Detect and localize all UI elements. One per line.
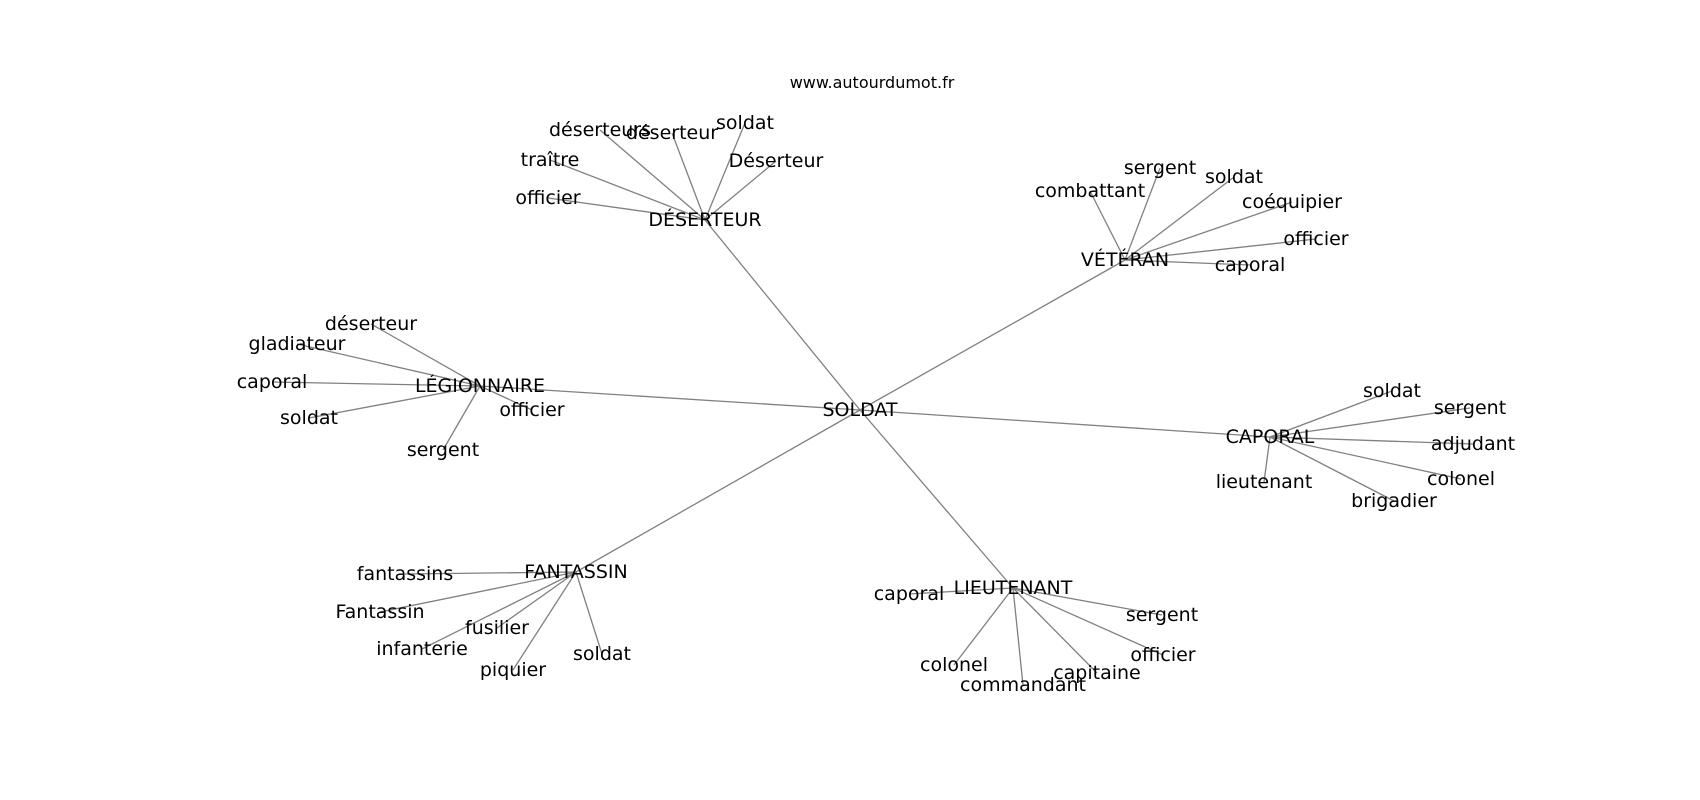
leaf-node-label: lieutenant — [1216, 471, 1313, 493]
edge-hub-leaf — [671, 132, 706, 221]
leaf-node-label: caporal — [1215, 254, 1286, 276]
edge-hub-leaf — [1269, 390, 1393, 438]
hub-node-label: CAPORAL — [1226, 426, 1315, 448]
leaf-node-label: colonel — [1427, 468, 1495, 490]
center-node-label: SOLDAT — [822, 399, 897, 421]
leaf-node-label: adjudant — [1431, 433, 1515, 455]
edge-hub-leaf — [1263, 436, 1271, 483]
edge-hub-leaf — [1124, 238, 1317, 261]
leaf-node-label: officier — [499, 399, 564, 421]
edge-hub-leaf — [296, 343, 481, 387]
leaf-node-label: officier — [1283, 228, 1348, 250]
edge-hub-leaf — [549, 159, 706, 221]
leaf-node-label: déserteur — [626, 122, 718, 144]
leaf-node-label: soldat — [1205, 166, 1263, 188]
edge-hub-leaf — [1269, 436, 1474, 445]
edge-hub-leaf — [442, 385, 481, 451]
edge-hub-leaf — [308, 385, 481, 419]
leaf-node-label: traître — [521, 149, 580, 171]
leaf-node-label: soldat — [1363, 380, 1421, 402]
edge-center-hub — [704, 219, 861, 411]
edge-hub-leaf — [404, 571, 577, 575]
edge-hub-leaf — [1012, 587, 1164, 656]
edge-hub-leaf — [704, 122, 746, 221]
edge-hub-leaf — [421, 571, 577, 650]
edge-center-hub — [479, 385, 861, 411]
leaf-node-label: soldat — [716, 112, 774, 134]
edge-hub-leaf — [1012, 587, 1163, 616]
leaf-node-label: sergent — [1124, 157, 1196, 179]
leaf-node-label: officier — [1130, 644, 1195, 666]
edge-center-hub — [859, 259, 1126, 411]
leaf-node-label: sergent — [1434, 397, 1506, 419]
edge-hub-leaf — [496, 571, 577, 629]
edge-hub-leaf — [1089, 190, 1126, 261]
leaf-node-label: soldat — [573, 643, 631, 665]
leaf-node-label: colonel — [920, 654, 988, 676]
leaf-node-label: capitaine — [1053, 662, 1141, 684]
leaf-node-label: caporal — [237, 371, 308, 393]
hub-node-label: LÉGIONNAIRE — [415, 374, 545, 397]
edge-hub-leaf — [370, 323, 481, 387]
edge-hub-leaf — [1012, 587, 1098, 674]
edge-center-hub — [575, 409, 861, 573]
edge-hub-leaf — [599, 129, 706, 221]
hub-node-label: FANTASSIN — [524, 561, 627, 583]
leaf-node-label: caporal — [874, 583, 945, 605]
leaf-node-label: déserteur — [325, 313, 417, 335]
edge-hub-leaf — [908, 587, 1014, 595]
leaf-node-label: fusilier — [465, 617, 529, 639]
leaf-node-label: sergent — [1126, 604, 1198, 626]
edge-hub-leaf — [271, 381, 481, 387]
leaf-node-label: sergent — [407, 439, 479, 461]
edge-hub-leaf — [1124, 259, 1251, 266]
edge-hub-leaf — [1012, 587, 1024, 686]
leaf-node-label: déserteurs — [549, 119, 651, 141]
edge-hub-leaf — [547, 197, 706, 221]
edge-hub-leaf — [1269, 436, 1395, 502]
edge-hub-leaf — [953, 587, 1014, 666]
edge-hub-leaf — [1124, 167, 1161, 261]
hub-node-label: VÉTÉRAN — [1081, 248, 1169, 271]
edge-hub-leaf — [1269, 436, 1462, 480]
leaf-node-label: commandant — [960, 674, 1086, 696]
edge-hub-leaf — [512, 571, 577, 671]
leaf-node-label: Déserteur — [729, 150, 824, 172]
leaf-node-label: piquier — [480, 659, 546, 681]
edge-hub-leaf — [379, 571, 577, 613]
leaf-node-label: soldat — [280, 407, 338, 429]
edge-hub-leaf — [1269, 407, 1471, 438]
leaf-node-label: gladiateur — [249, 333, 346, 355]
edge-hub-leaf — [1124, 201, 1293, 261]
edge-hub-leaf — [479, 385, 533, 411]
edge-hub-leaf — [1124, 176, 1235, 261]
leaf-node-label: Fantassin — [335, 601, 424, 623]
hub-node-label: LIEUTENANT — [954, 577, 1073, 599]
edge-hub-leaf — [704, 160, 777, 221]
edges — [271, 122, 1474, 686]
leaf-node-label: officier — [515, 187, 580, 209]
leaf-node-label: infanterie — [376, 638, 468, 660]
leaf-node-label: brigadier — [1351, 490, 1437, 512]
source-url: www.autourdumot.fr — [790, 73, 955, 92]
edge-center-hub — [859, 409, 1014, 589]
hub-node-label: DÉSERTEUR — [648, 208, 761, 231]
leaf-node-label: coéquipier — [1242, 191, 1342, 213]
edge-hub-leaf — [575, 571, 603, 655]
leaf-node-label: fantassins — [357, 563, 453, 585]
edge-center-hub — [859, 409, 1271, 438]
leaf-node-label: combattant — [1035, 180, 1145, 202]
